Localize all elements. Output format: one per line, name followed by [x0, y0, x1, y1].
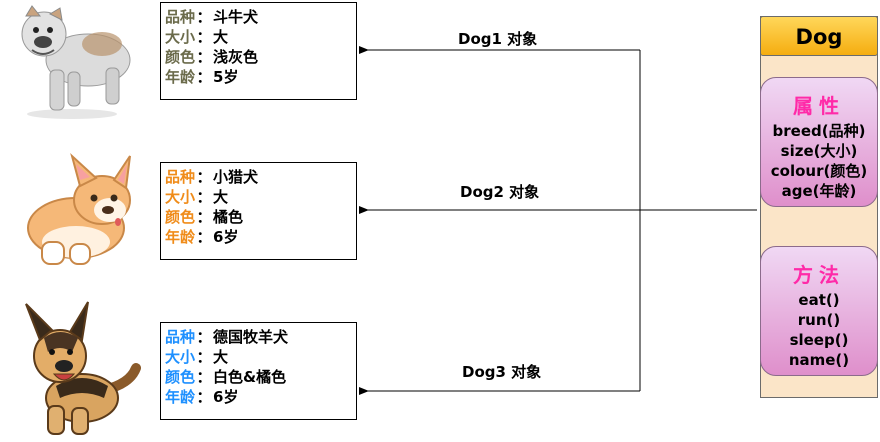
- breed-value: 德国牧羊犬: [213, 328, 289, 346]
- dog3-size-row: 大小：大: [165, 348, 229, 366]
- age-value: 6岁: [213, 388, 239, 406]
- breed-value: 小猎犬: [213, 168, 259, 186]
- colour-key: 颜色: [165, 48, 196, 66]
- colour-key: 颜色: [165, 208, 196, 226]
- age-key: 年龄: [165, 68, 196, 86]
- breed-key: 品种: [165, 168, 196, 186]
- colour-value: 浅灰色: [213, 48, 259, 66]
- dog3-object-box: 品种：德国牧羊犬 大小：大 颜色：白色&橘色 年龄：6岁: [160, 322, 357, 420]
- bulldog-illustration: [21, 5, 131, 119]
- dog-class-title: Dog: [760, 16, 878, 56]
- attribute-item: colour(颜色): [770, 162, 868, 180]
- methods-title: 方法: [793, 263, 845, 287]
- age-key: 年龄: [165, 228, 196, 246]
- colour-value: 白色&橘色: [213, 368, 287, 386]
- colour-key: 颜色: [165, 368, 196, 386]
- dog2-object-box: 品种：小猎犬 大小：大 颜色：橘色 年龄：6岁: [160, 162, 357, 260]
- age-value: 5岁: [213, 68, 239, 86]
- method-item: name(): [788, 351, 850, 369]
- dog3-age-row: 年龄：6岁: [165, 388, 239, 406]
- dog2-age-row: 年龄：6岁: [165, 228, 239, 246]
- dog1-colour-row: 颜色：浅灰色: [165, 48, 259, 66]
- dog2-colour-row: 颜色：橘色: [165, 208, 244, 226]
- german-shepherd-illustration: [25, 301, 141, 435]
- dog3-breed-row: 品种：德国牧羊犬: [165, 328, 289, 346]
- size-value: 大: [213, 348, 229, 366]
- attribute-item: size(大小): [780, 142, 858, 160]
- breed-key: 品种: [165, 8, 196, 26]
- dog1-breed-row: 品种：斗牛犬: [165, 8, 259, 26]
- dog2-object-label: Dog2 对象: [460, 183, 540, 201]
- size-key: 大小: [165, 188, 196, 206]
- methods-section: 方法 eat() run() sleep() name(): [760, 246, 878, 376]
- method-item: sleep(): [789, 331, 849, 349]
- method-item: eat(): [798, 291, 840, 309]
- dog1-object-box: 品种：斗牛犬 大小：大 颜色：浅灰色 年龄：5岁: [160, 2, 357, 100]
- breed-value: 斗牛犬: [213, 8, 259, 26]
- size-value: 大: [213, 188, 229, 206]
- dog1-object-label: Dog1 对象: [458, 30, 538, 48]
- age-key: 年龄: [165, 388, 196, 406]
- attributes-title: 属性: [793, 94, 845, 118]
- size-key: 大小: [165, 28, 196, 46]
- dog1-size-row: 大小：大: [165, 28, 229, 46]
- colour-value: 橘色: [213, 208, 244, 226]
- dog3-object-label: Dog3 对象: [462, 363, 542, 381]
- dog2-size-row: 大小：大: [165, 188, 229, 206]
- attribute-item: breed(品种): [772, 122, 866, 140]
- attribute-item: age(年龄): [781, 182, 857, 200]
- age-value: 6岁: [213, 228, 239, 246]
- breed-key: 品种: [165, 328, 196, 346]
- size-value: 大: [213, 28, 229, 46]
- attributes-section: 属性 breed(品种) size(大小) colour(颜色) age(年龄): [760, 77, 878, 207]
- dog3-colour-row: 颜色：白色&橘色: [165, 368, 287, 386]
- method-item: run(): [797, 311, 841, 329]
- dog1-age-row: 年龄：5岁: [165, 68, 239, 86]
- dog2-breed-row: 品种：小猎犬: [165, 168, 259, 186]
- corgi-illustration: [27, 152, 131, 265]
- size-key: 大小: [165, 348, 196, 366]
